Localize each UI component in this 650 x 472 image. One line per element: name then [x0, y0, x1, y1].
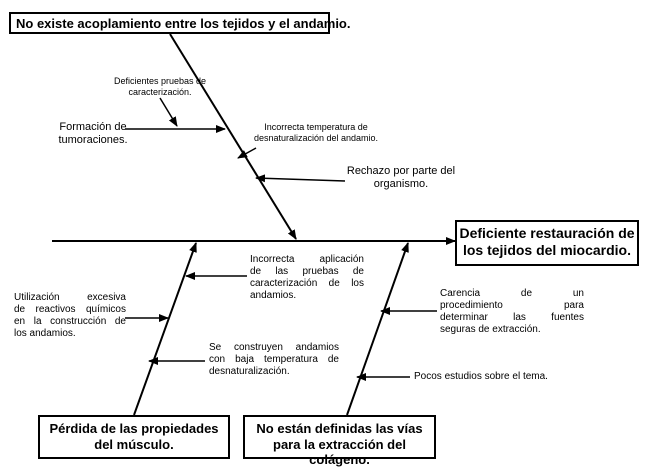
category-bottom-right-line-2: para la extracción del colágeno. — [273, 436, 406, 468]
cause-br-1-line-3: determinar las fuentes — [440, 312, 584, 323]
cause-top-1: Deficientes pruebas de caracterización. — [80, 76, 240, 98]
cause-bottom-left-3: Se construyen andamios con baja temperat… — [209, 342, 339, 378]
top-bone — [169, 33, 297, 240]
cause-top-2-line-1: Formación de — [59, 121, 127, 133]
cause-bottom-left-2: Utilización excesiva de reactivos químic… — [14, 292, 126, 340]
cause-bl-2-line-3: en la construcción de — [14, 316, 126, 327]
cause-br-2-line-1: Pocos estudios sobre el tema. — [414, 371, 548, 382]
cause-bl-1-line-3: caracterización de los — [250, 278, 364, 289]
category-box-top: No existe acoplamiento entre los tejidos… — [9, 12, 350, 34]
cause-top-2-line-2: tumoraciones. — [58, 134, 128, 146]
cause-top-4-line-2: organismo. — [373, 178, 429, 190]
cause-bl-2-line-1: Utilización excesiva — [14, 292, 126, 303]
cause-top-3: Incorrecta temperatura de desnaturalizac… — [248, 122, 384, 144]
cause-bl-1-line-4: andamios. — [250, 290, 297, 301]
category-box-bottom-right: No están definidas las vías para la extr… — [243, 415, 436, 467]
category-bottom-left-line-2: del músculo. — [94, 436, 174, 452]
cause-top-2: Formación de tumoraciones. — [56, 121, 130, 147]
category-bottom-left-line-1: Pérdida de las propiedades — [49, 421, 219, 436]
problem-line-2: los tejidos del miocardio. — [462, 241, 632, 258]
cause-bl-3-line-2: con baja temperatura de — [209, 354, 339, 365]
cause-top-3-line-2: desnaturalización del andamio. — [253, 133, 379, 143]
problem-box: Deficiente restauración de los tejidos d… — [455, 220, 639, 266]
cause-top-1-line-1: Deficientes pruebas de — [113, 76, 207, 86]
cause-bottom-right-2: Pocos estudios sobre el tema. — [414, 371, 584, 383]
arrow-top-c4 — [255, 174, 346, 183]
cause-bl-2-line-4: los andamios. — [14, 328, 76, 339]
cause-top-3-line-1: Incorrecta temperatura de — [264, 122, 368, 132]
category-top-label: No existe acoplamiento entre los tejidos… — [16, 16, 351, 31]
arrow-top-c1 — [159, 97, 178, 127]
cause-bl-3-line-1: Se construyen andamios — [209, 342, 339, 353]
category-bottom-right-line-1: No están definidas las vías — [256, 421, 423, 436]
cause-bottom-left-1: Incorrecta aplicación de las pruebas de … — [250, 254, 364, 302]
arrow-top-c3 — [237, 147, 257, 159]
problem-line-1: Deficiente restauración de — [459, 225, 635, 241]
category-box-bottom-left: Pérdida de las propiedades del músculo. — [38, 415, 230, 459]
cause-top-4-line-1: Rechazo por parte del — [346, 165, 456, 177]
cause-br-1-line-4: seguras de extracción. — [440, 324, 541, 335]
cause-bottom-right-1: Carencia de un procedimiento para determ… — [440, 288, 584, 336]
cause-bl-1-line-2: de las pruebas de — [250, 266, 364, 277]
cause-top-1-line-2: caracterización. — [128, 87, 192, 97]
cause-bl-2-line-2: de reactivos químicos — [14, 304, 126, 315]
bottom-left-bone — [133, 242, 197, 416]
cause-br-1-line-1: Carencia de un — [440, 288, 584, 299]
cause-bl-3-line-3: desnaturalización. — [209, 366, 290, 377]
cause-bl-1-line-1: Incorrecta aplicación — [250, 254, 364, 265]
cause-br-1-line-2: procedimiento para — [440, 300, 584, 311]
cause-top-4: Rechazo por parte del organismo. — [346, 165, 456, 191]
bottom-right-bone — [346, 242, 409, 416]
